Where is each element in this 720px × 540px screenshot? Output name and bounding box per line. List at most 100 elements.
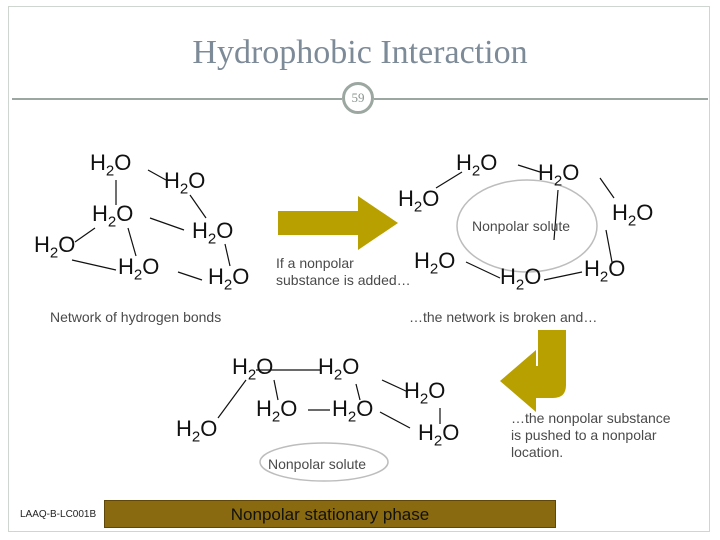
water-molecule: H2O: [538, 160, 579, 190]
water-molecule: H2O: [500, 264, 542, 294]
water-subscript: 2: [223, 276, 233, 294]
water-h: H: [92, 201, 108, 226]
pushed-note-line2: is pushed to a nonpolar: [511, 427, 657, 443]
water-subscript: 2: [419, 390, 429, 408]
added-note-line1: If a nonpolar: [276, 255, 354, 271]
water-molecule: H2O: [404, 378, 445, 408]
water-h: H: [90, 150, 106, 175]
water-subscript: 2: [347, 408, 357, 426]
bond-line: [273, 379, 279, 401]
water-h: H: [612, 200, 628, 225]
page-number: 59: [342, 82, 374, 114]
footer-code: LAAQ-B-LC001B: [20, 509, 97, 520]
water-molecule: H2O: [92, 201, 134, 231]
slide-frame: [8, 6, 710, 532]
water-h: H: [414, 248, 430, 273]
water-molecule: H2O: [192, 218, 234, 248]
nonpolar-solute-ellipse-top: [456, 179, 598, 273]
added-note-line2: substance is added…: [276, 272, 411, 288]
water-molecule: H2O: [90, 150, 132, 179]
water-subscript: 2: [471, 162, 481, 180]
water-subscript: 2: [207, 230, 217, 248]
water-molecule: H2O: [332, 396, 374, 426]
water-subscript: 2: [179, 180, 189, 198]
water-o: O: [216, 218, 234, 243]
water-subscript: 2: [433, 432, 443, 450]
bond-line: [435, 171, 463, 189]
water-subscript: 2: [429, 260, 439, 278]
right-arrow-icon: [278, 196, 398, 250]
water-subscript: 2: [515, 276, 525, 294]
water-subscript: 2: [413, 198, 423, 216]
water-molecule: H2O: [418, 420, 460, 450]
water-h: H: [256, 396, 272, 421]
water-o: O: [256, 354, 274, 379]
water-o: O: [280, 396, 298, 421]
bond-line: [517, 164, 541, 173]
water-h: H: [404, 378, 420, 403]
water-o: O: [58, 232, 76, 257]
water-h: H: [418, 420, 434, 445]
water-o: O: [438, 248, 456, 273]
water-molecule: H2O: [612, 200, 654, 230]
bond-line: [177, 271, 203, 281]
bond-line: [74, 227, 96, 243]
bond-line: [379, 411, 411, 429]
water-molecule: H2O: [584, 258, 625, 286]
nonpolar-solute-ellipse-bottom: [259, 442, 389, 482]
stationary-phase-label: Nonpolar stationary phase: [230, 505, 430, 524]
water-molecule: H2O: [232, 354, 274, 384]
water-o: O: [342, 354, 360, 379]
water-subscript: 2: [553, 172, 563, 190]
slide-title: Hydrophobic Interaction: [192, 34, 528, 71]
water-h: H: [118, 254, 134, 279]
water-subscript: 2: [107, 213, 117, 231]
water-h: H: [456, 150, 472, 175]
pushed-note-line1: …the nonpolar substance: [511, 410, 671, 426]
pushed-note-line3: location.: [511, 444, 564, 460]
water-subscript: 2: [271, 408, 281, 426]
water-o: O: [114, 150, 132, 175]
water-subscript: 2: [191, 428, 201, 446]
water-o: O: [524, 264, 542, 289]
water-o: O: [422, 186, 440, 211]
stationary-phase-bar: Nonpolar stationary phase: [104, 500, 556, 528]
water-o: O: [480, 150, 498, 175]
solute-label-bottom: Nonpolar solute: [268, 456, 367, 472]
water-h: H: [538, 160, 554, 185]
water-o: O: [442, 420, 460, 445]
water-subscript: 2: [599, 268, 609, 286]
bond-line: [355, 383, 361, 401]
bond-line: [127, 227, 137, 257]
water-o: O: [200, 416, 218, 441]
bond-line: [553, 189, 559, 241]
water-o: O: [116, 201, 134, 226]
water-h: H: [318, 354, 334, 379]
water-subscript: 2: [627, 212, 637, 230]
water-h: H: [34, 232, 50, 257]
title-rule-right: [374, 98, 708, 100]
bond-line: [189, 194, 207, 219]
bond-line: [217, 379, 247, 419]
water-h: H: [398, 186, 414, 211]
bond-line: [543, 271, 583, 281]
water-o: O: [636, 200, 654, 225]
water-subscript: 2: [49, 244, 59, 262]
water-o: O: [188, 168, 206, 193]
water-o: O: [356, 396, 374, 421]
water-h: H: [232, 354, 248, 379]
water-molecule: H2O: [398, 186, 440, 216]
water-subscript: 2: [333, 366, 343, 384]
water-h: H: [164, 168, 180, 193]
water-molecule: H2O: [318, 354, 360, 384]
water-molecule: H2O: [34, 232, 76, 262]
water-o: O: [142, 254, 160, 279]
bond-line: [599, 177, 615, 199]
bond-line: [381, 379, 409, 393]
page-number-text: 59: [351, 90, 365, 105]
water-molecule: H2O: [164, 168, 206, 198]
water-h: H: [176, 416, 192, 441]
water-h: H: [208, 264, 224, 289]
water-subscript: 2: [133, 266, 143, 284]
water-subscript: 2: [247, 366, 257, 384]
